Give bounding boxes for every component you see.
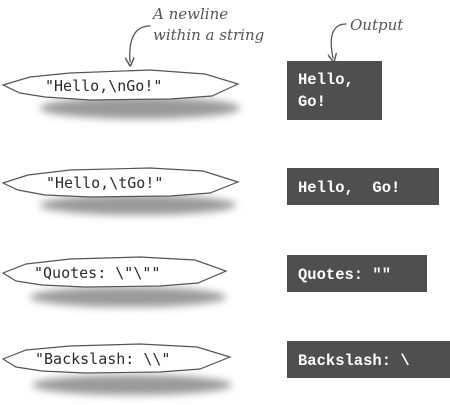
code-literal: "Quotes: \"\"" xyxy=(34,264,160,282)
output-box xyxy=(287,61,382,120)
output-note: Output xyxy=(350,16,404,34)
newline-note-line-1: A newline xyxy=(151,5,228,23)
output-box xyxy=(287,255,427,292)
output-annotation: Output xyxy=(331,16,404,58)
newline-note-line-2: within a string xyxy=(153,26,264,44)
code-shadow xyxy=(30,287,226,307)
example-row-tab: "Hello,\tGo!" Hello, Go! xyxy=(1,167,439,215)
code-shadow xyxy=(40,195,236,215)
example-row-backslash: "Backslash: \\" Backslash: \ xyxy=(1,341,450,395)
code-shadow xyxy=(40,97,240,119)
code-literal: "Backslash: \\" xyxy=(35,350,170,368)
output-box xyxy=(287,341,450,378)
output-line-1: Backslash: \ xyxy=(298,352,410,370)
example-row-newline: "Hello,\nGo!" Hello, Go! xyxy=(1,61,382,120)
code-literal: "Hello,\nGo!" xyxy=(45,77,162,95)
code-literal: "Hello,\tGo!" xyxy=(46,174,163,192)
output-line-1: Hello, Go! xyxy=(298,179,400,197)
example-row-quotes: "Quotes: \"\"" Quotes: "" xyxy=(1,255,427,307)
output-line-2: Go! xyxy=(298,93,326,111)
code-literal-shape xyxy=(1,343,232,374)
output-box xyxy=(287,168,439,205)
code-literal-shape xyxy=(1,167,240,198)
code-shadow xyxy=(32,375,232,395)
code-literal-shape xyxy=(1,256,228,288)
output-arrow-icon xyxy=(331,23,347,58)
output-line-1: Quotes: "" xyxy=(298,266,391,284)
code-literal-shape xyxy=(1,69,240,101)
newline-annotation: A newline within a string xyxy=(130,5,264,62)
output-line-1: Hello, xyxy=(298,71,354,89)
newline-arrow-icon xyxy=(130,25,151,62)
